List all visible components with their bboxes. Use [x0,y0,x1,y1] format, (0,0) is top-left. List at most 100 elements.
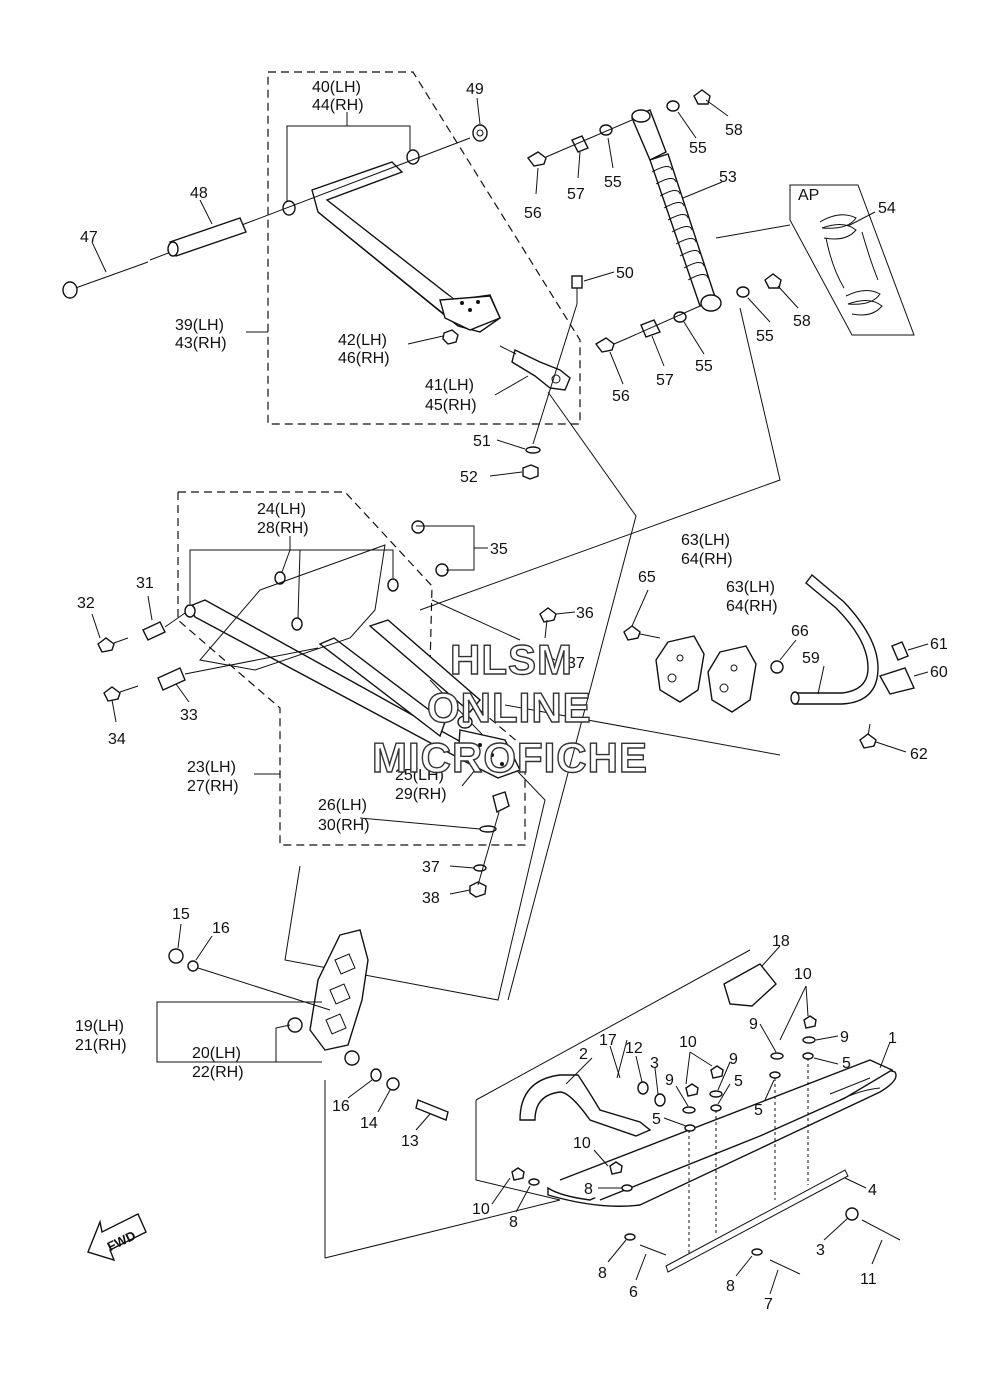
callout: 57 [567,186,585,203]
callout: 22(RH) [192,1064,244,1081]
callout: 52 [460,469,478,486]
callout: 25(LH) [395,767,444,784]
callout: 4 [868,1182,877,1199]
callout: 63(LH) [726,579,775,596]
callout: 30(RH) [318,817,370,834]
callout: 10 [472,1201,490,1218]
watermark-line-3: MICROFICHE [372,734,648,781]
ball-joint-41 [499,345,571,391]
callout: 42(LH) [338,332,387,349]
callout: 53 [719,169,737,186]
callout: 17 [599,1032,617,1049]
lower-arm-bolt-34 [103,647,319,702]
detail-box-ap: AP [715,184,915,336]
callout: 50 [616,265,634,282]
stabilizer-bar-59 [790,573,879,705]
callout: 33 [180,707,198,724]
callout: 10 [794,966,812,983]
callout: 14 [360,1115,378,1132]
callout: 44(RH) [312,97,364,114]
callout: 26(LH) [318,797,367,814]
callout: 2 [579,1046,588,1063]
callout: 48 [190,185,208,202]
lower-arm-bolt-36 [539,607,557,639]
callout: 12 [625,1040,643,1057]
callout: 54 [878,200,896,217]
callout: 34 [108,731,126,748]
upper-arm-group-outline [267,71,581,425]
callout: 66 [791,623,809,640]
callout: 3 [816,1242,825,1259]
upper-arm-bushings [282,124,488,216]
callout: 40(LH) [312,79,361,96]
collar-66 [770,660,784,674]
detail-box-ap-label: AP [798,187,819,204]
callout: 49 [466,81,484,98]
callout: 60 [930,664,948,681]
ski-stopper-18 [723,963,777,1007]
callout: 55 [689,140,707,157]
callout: 9 [729,1051,738,1068]
callout: 10 [573,1135,591,1152]
callout: 5 [652,1111,661,1128]
callout: 32 [77,595,95,612]
callout: 65 [638,569,656,586]
nut-42 [442,329,459,345]
callout: 57 [656,372,674,389]
watermark-line-2: ONLINE [427,684,592,731]
callout: 28(RH) [257,520,309,537]
bracket-60-61-62 [859,641,915,749]
lower-a-arm [189,599,521,779]
callout: 29(RH) [395,786,447,803]
callout: 23(LH) [187,759,236,776]
callout: 13 [401,1133,419,1150]
upper-arm-collar-48 [167,217,247,257]
callout: 8 [598,1265,607,1282]
callout: 51 [473,433,491,450]
callout: 5 [734,1073,743,1090]
callout: 1 [888,1030,897,1047]
stabilizer-holder-64 [707,645,757,713]
callout: 15 [172,906,190,923]
lower-arm-group-outline [177,491,526,846]
callout: 19(LH) [75,1018,124,1035]
callout: 8 [726,1278,735,1295]
callout: 38 [422,890,440,907]
callout: 27(RH) [187,778,239,795]
callout: 45(RH) [425,397,477,414]
callout: 41(LH) [425,377,474,394]
callout: 39(LH) [175,317,224,334]
shock-absorber [631,109,722,312]
watermark-line-1: HLSM [450,636,573,683]
callout: 9 [840,1029,849,1046]
callout: 9 [749,1016,758,1033]
callout: 62 [910,746,928,763]
callout: 56 [612,388,630,405]
bolt-50-shaft [532,275,583,445]
callout: 16 [332,1098,350,1115]
ski-hardware [511,1015,901,1275]
callout: 6 [629,1284,638,1301]
callout: 16 [212,920,230,937]
fwd-arrow: FWD [87,1213,147,1262]
bolt-65 [623,625,661,641]
callout: 24(LH) [257,501,306,518]
callout: 10 [679,1034,697,1051]
ball-joint-26 [469,791,510,898]
callout: 63(LH) [681,532,730,549]
callout-labels: 40(LH) 44(RH) 49 48 47 39(LH) 43(RH) 42(… [75,79,948,1313]
callout: 37 [422,859,440,876]
callout: 18 [772,933,790,950]
callout: 7 [764,1296,773,1313]
stabilizer-holder-63 [655,635,705,703]
callout: 31 [136,575,154,592]
callout: 47 [80,229,98,246]
shock-hardware [526,89,782,353]
callout: 55 [756,328,774,345]
callout: 9 [665,1072,674,1089]
ski-1 [547,1059,897,1207]
callout: 36 [576,605,594,622]
callout: 5 [754,1102,763,1119]
upper-a-arm [311,161,501,333]
